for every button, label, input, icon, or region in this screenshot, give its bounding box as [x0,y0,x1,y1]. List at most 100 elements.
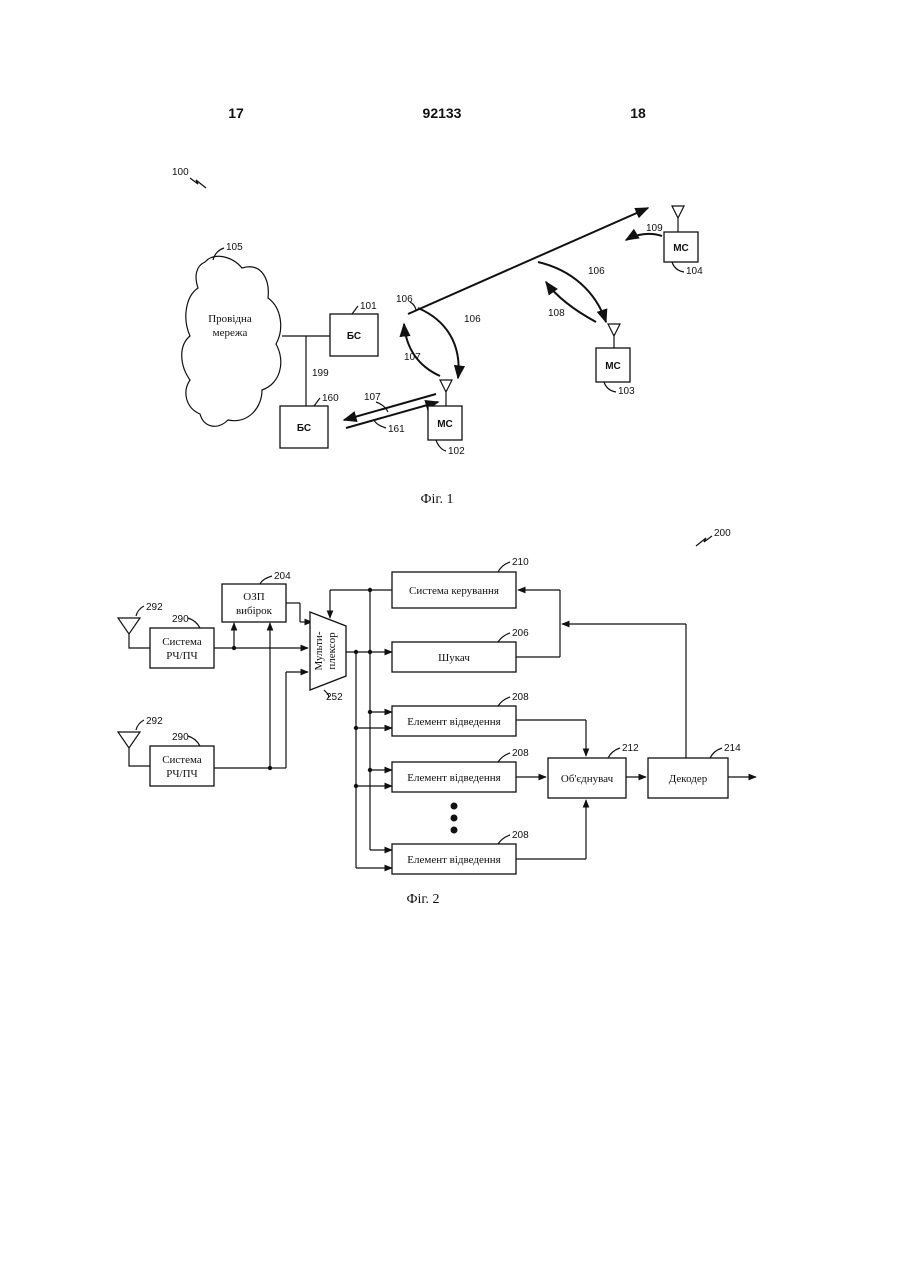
ref-160-leader [314,398,320,406]
bs160-label: БС [297,423,311,434]
ref-105: 105 [226,242,243,253]
beam-106-long [408,208,648,314]
ref-106-c: 106 [588,266,605,277]
ref-104: 104 [686,266,703,277]
wired-network-cloud [182,256,281,426]
rf2-label-line2: РЧ/ПЧ [166,768,197,780]
ram-label-line2: вибірок [236,605,273,617]
ref-208c-leader [498,835,510,844]
ref-208a-leader [498,697,510,706]
ref-292-b: 292 [146,716,163,727]
rf-if-system-2 [150,746,214,786]
ref-102-leader [436,440,446,451]
arc-107-from-ms102 [404,324,440,376]
ref-214-leader [710,748,722,758]
finger2-label: Елемент відведення [407,772,500,784]
figure-1: 100 105 Провідна мережа 199 БС 101 БС 16… [172,167,703,507]
ref-102: 102 [448,446,465,457]
ref-292a-leader [136,606,144,616]
junction [354,784,358,788]
ref-290-a: 290 [172,614,189,625]
ref-208-a: 208 [512,692,529,703]
ref-292-a: 292 [146,602,163,613]
ref-212-leader [608,748,620,758]
ref-214: 214 [724,743,741,754]
ms102-antenna-icon [440,380,452,406]
junction [354,726,358,730]
ref-290a-leader [188,618,200,628]
ram-label-line1: ОЗП [243,591,264,603]
searcher-label: Шукач [438,652,470,664]
ref-208b-leader [498,753,510,762]
junction [368,768,372,772]
ref-161-leader [374,420,386,428]
ref-104-leader [672,262,684,272]
ref-199: 199 [312,368,329,379]
ms102-label: МС [437,419,453,430]
combiner-label: Об'єднувач [561,773,614,785]
ref-290-b: 290 [172,732,189,743]
ref-290b-leader [188,736,200,746]
ellipsis-dot [451,827,458,834]
rf2-label-line1: Система [162,754,202,766]
page-number-left: 17 [228,105,244,121]
ref-210: 210 [512,557,529,568]
mux-label-line2: плексор [326,632,338,670]
rf1-label-line2: РЧ/ПЧ [166,650,197,662]
ref-105-leader [213,248,224,260]
ref-210-leader [498,562,510,572]
ref-100-pointer [190,178,206,188]
ref-109: 109 [646,223,663,234]
ref-204: 204 [274,571,291,582]
ref-200: 200 [714,528,731,539]
ref-101: 101 [360,301,377,312]
decoder-label: Декодер [669,773,708,785]
ellipsis-dot [451,815,458,822]
patent-number: 92133 [423,105,462,121]
ref-204-leader [260,576,272,584]
ref-208-b: 208 [512,748,529,759]
figure-2-caption: Фіг. 2 [406,892,439,907]
ms104-label: МС [673,243,689,254]
ref-100: 100 [172,167,189,178]
ref-106-a: 106 [396,294,413,305]
ref-206: 206 [512,628,529,639]
ref-208-c: 208 [512,830,529,841]
junction [368,710,372,714]
antenna-1-icon [118,618,150,648]
cloud-label-line1: Провідна [208,313,252,325]
ref-106-b: 106 [464,314,481,325]
ms103-label: МС [605,361,621,372]
ref-103-leader [604,382,616,392]
ref-161: 161 [388,424,405,435]
junction [368,588,372,592]
page-number-right: 18 [630,105,646,121]
finger1-label: Елемент відведення [407,716,500,728]
ms103-antenna-icon [608,324,620,348]
figure-2: 200 292 Система РЧ/ПЧ 290 292 Система РЧ… [118,528,756,907]
ms104-antenna-icon [672,206,684,232]
rf-if-system-1 [150,628,214,668]
figure-1-caption: Фіг. 1 [420,492,453,507]
ref-107-b: 107 [364,392,381,403]
control-label: Система керування [409,585,499,597]
arc-106-to-ms102 [418,308,459,378]
junction [232,646,236,650]
ref-160: 160 [322,393,339,404]
mux-label-line1: Мульти- [313,631,325,670]
ref-101-leader [352,306,358,314]
ref-107-a: 107 [404,352,421,363]
ref-108: 108 [548,308,565,319]
ref-206-leader [498,633,510,642]
arc-109-from-ms104 [626,234,662,240]
bs101-label: БС [347,331,361,342]
antenna-2-icon [118,732,150,766]
ref-200-pointer [696,536,712,546]
ref-292b-leader [136,720,144,730]
ellipsis-dot [451,803,458,810]
ref-212: 212 [622,743,639,754]
ref-103: 103 [618,386,635,397]
finger3-label: Елемент відведення [407,854,500,866]
rf1-label-line1: Система [162,636,202,648]
